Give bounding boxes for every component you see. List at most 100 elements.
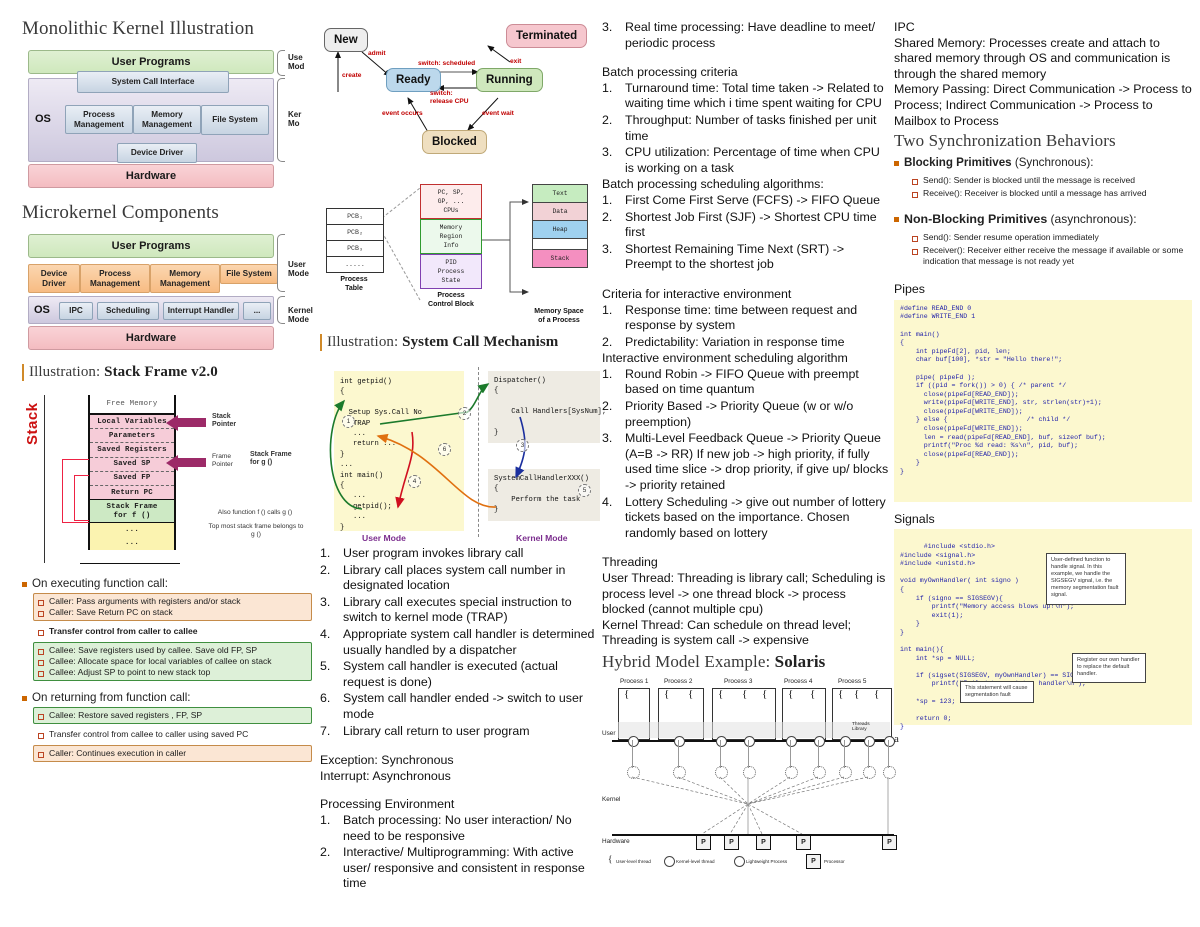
device-driver-block: Device Driver [117, 143, 197, 163]
return-call-plain-group: Transfer control from callee to caller u… [33, 726, 312, 743]
user-thread-squiggle-icon: { [742, 687, 748, 700]
solaris-row-label-hardware: Hardware [602, 837, 630, 845]
blocking-label-rest: (Synchronous): [1011, 156, 1094, 170]
list-item: 3.Library call executes special instruct… [320, 594, 572, 625]
item-number: 1. [602, 192, 613, 207]
pcb-connector-lines [381, 187, 529, 301]
pcb-row: PCB₁ [327, 209, 383, 225]
processing-env-list: 1.Batch processing: No user interaction/… [320, 813, 600, 892]
solaris-process-label: Process 5 [838, 677, 867, 685]
cell-stack-frame-f-1: Stack Frame [90, 500, 174, 511]
item-number: 2. [320, 845, 331, 860]
solaris-vline [844, 739, 845, 768]
list-item: 7.Library call return to user program [320, 723, 530, 738]
sub-bullet-icon [38, 629, 44, 636]
list-item: 2.Shortest Job First (SJF) -> Shortest C… [602, 209, 877, 240]
item-number: 3. [602, 431, 613, 446]
lwp-icon [864, 735, 875, 747]
bullet-square-icon [894, 161, 899, 167]
edge-label-event-wait: event wait [482, 110, 514, 117]
stray-letter-a: a [894, 733, 899, 746]
state-node-ready: Ready [386, 68, 441, 92]
edge-label-exit: exit [510, 58, 522, 65]
pcb-segment-registers: PC, SP, GP, ... CPUs [420, 184, 482, 219]
step-marker-3: 3 [516, 439, 529, 452]
blocking-primitives-list: Blocking Primitives (Synchronous): [894, 156, 1192, 170]
nonblocking-label-rest: (asynchronous): [1047, 212, 1137, 227]
return-call-orange-group: Caller: Continues execution in caller [33, 745, 312, 762]
lwp-icon [884, 735, 895, 747]
user-mode-brace [277, 50, 285, 76]
sub-bullet-icon [912, 235, 918, 242]
signals-code-block: #include <stdio.h> #include <signal.h> #… [894, 529, 1192, 730]
list-item: 2.Library call places system call number… [320, 562, 566, 593]
return-item: Callee: Restore saved registers , FP, SP [38, 710, 307, 721]
interactive-algorithms-heading: Interactive environment scheduling algor… [602, 351, 848, 366]
solaris-vline [632, 739, 633, 768]
ipc-shared-memory: Shared Memory: Processes create and atta… [894, 35, 1171, 81]
state-node-blocked: Blocked [422, 130, 487, 154]
state-diagram-arrows [335, 45, 511, 133]
user-thread-squiggle-icon: { [854, 687, 860, 700]
micro-user-mode-label: User Mode [288, 260, 309, 278]
sub-bullet-icon [912, 248, 918, 255]
item-number: 1. [602, 80, 613, 95]
processor-icon: P [882, 834, 897, 850]
lwp-icon [786, 735, 797, 747]
heading-two-sync-behaviors: Two Synchronization Behaviors [894, 131, 1116, 151]
user-thread-squiggle-icon: { [664, 687, 670, 700]
exec-call-green-group: Callee: Save registers used by callee. S… [33, 642, 312, 681]
micro-file-system-block: File System [220, 264, 278, 284]
lwp-icon [840, 735, 851, 747]
sub-bullet-icon [38, 670, 44, 677]
memory-row-heap: Heap [533, 221, 587, 239]
monolithic-kernel-diagram: User Programs System Call Interface OS P… [22, 46, 304, 194]
nonblocking-heading-row: Non-Blocking Primitives (asynchronous): [894, 212, 1192, 227]
hybrid-title-prefix: Hybrid Model Example: [602, 651, 775, 671]
pcb-row: ..... [345, 261, 365, 268]
item-number: 2. [602, 209, 613, 224]
pcb-segment-state: PID Process State [420, 254, 482, 289]
monolithic-os-box: System Call Interface OS Process Managem… [28, 71, 274, 163]
threading-heading: Threading [602, 555, 658, 570]
micro-kernel-mode-label: Kernel Mode [288, 306, 313, 324]
ipc-block: IPC [59, 302, 93, 320]
solaris-vline [720, 739, 721, 768]
cell-local-variables: Local Variables [90, 413, 174, 430]
micro-memory-management-block: Memory Management [150, 264, 220, 293]
kernel-thread-icon [743, 765, 756, 779]
syscall-mechanism-diagram: int getpid() { Setup Sys.Call No TRAP ..… [320, 357, 606, 543]
solaris-vline [888, 739, 889, 768]
monolithic-kernel-mode-label: Ker Mo [288, 110, 302, 128]
heading-hybrid-model: Hybrid Model Example: Solaris [602, 652, 890, 672]
monolithic-hardware: Hardware [28, 164, 274, 188]
sub-bullet-icon [38, 713, 44, 720]
interactive-criteria-heading: Criteria for interactive environment [602, 286, 792, 301]
solaris-row-label-user: User [602, 729, 616, 737]
process-management-block: Process Management [65, 105, 133, 134]
bullet-square-icon [894, 217, 899, 223]
pcb-diagram: PCB₁ PCB₂ PCB₃ ..... Process Table PC, S… [320, 180, 595, 330]
kernel-thread-icon [883, 765, 896, 779]
micro-process-management-block: Process Management [80, 264, 150, 293]
syscall-steps-list: 1.User program invokes library call 2.Li… [320, 546, 600, 739]
memory-management-block: Memory Management [133, 105, 201, 134]
kernel-thread-icon [813, 765, 826, 779]
kernel-mode-brace [277, 78, 285, 162]
user-thread-squiggle-icon: { [810, 687, 816, 700]
monolithic-user-programs: User Programs [28, 50, 274, 74]
lwp-icon [674, 735, 685, 747]
solaris-vline [790, 739, 791, 768]
return-item: Transfer control from callee to caller u… [38, 729, 307, 740]
cell-stack-frame-f-2: for f () [90, 510, 174, 524]
monolithic-user-mode-label: Use Mod [288, 53, 305, 71]
exception-line: Exception: Synchronous [320, 753, 454, 768]
interrupt-line: Interrupt: Asynchronous [320, 768, 451, 783]
return-item: Caller: Continues execution in caller [38, 748, 307, 759]
process-table-caption: Process Table [340, 276, 368, 292]
micro-kernel-mode-brace [277, 296, 285, 324]
processor-icon: P [756, 834, 771, 850]
hybrid-title-bold: Solaris [774, 651, 826, 671]
